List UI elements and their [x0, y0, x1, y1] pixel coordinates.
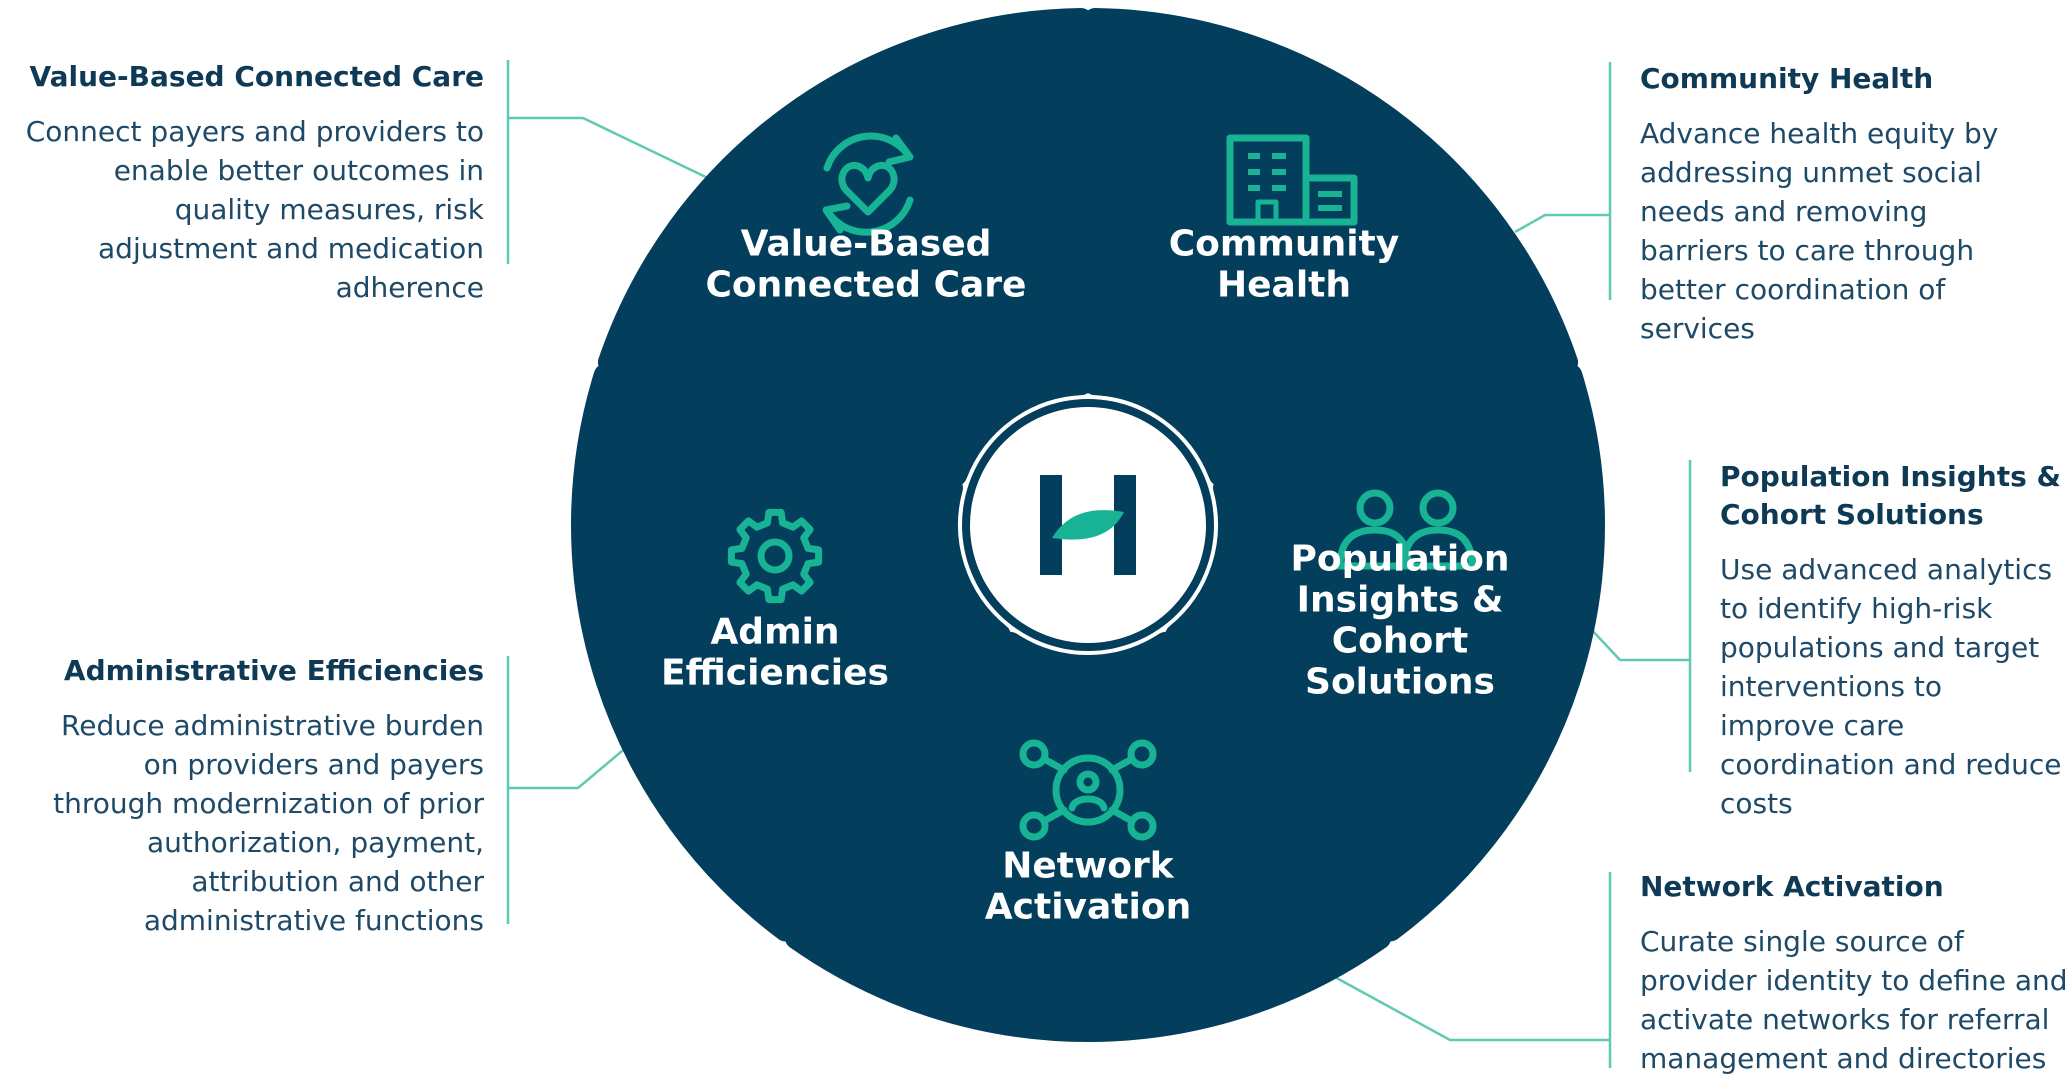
segment-label-line: Activation — [985, 887, 1191, 928]
callout-network-title: Network Activation — [1640, 870, 1944, 903]
callout-population-body: Use advanced analytics to identify high-… — [1720, 553, 2062, 820]
logo-icon — [1040, 475, 1136, 575]
callout-vbc-title: Value-Based Connected Care — [29, 60, 484, 93]
callout-network: Network Activation Curate single source … — [1640, 868, 2070, 1078]
connector-lines — [506, 60, 1692, 1068]
gear-icon — [727, 508, 823, 604]
people-icon — [1336, 489, 1476, 570]
segment-label-line: Cohort — [1332, 621, 1468, 662]
segment-label-line: Connected Care — [706, 265, 1027, 306]
segment-label-line: Value-Based — [741, 224, 992, 265]
segment-network — [571, 363, 1011, 942]
connector-network-line — [1321, 968, 1610, 1042]
callout-network-body: Curate single source of provider identit… — [1640, 925, 2068, 1075]
segment-label-line: Community — [1169, 224, 1399, 265]
callout-population-title: Population Insights & Cohort Solutions — [1720, 460, 2061, 531]
segment-label-line: Population — [1290, 539, 1509, 580]
segment-label-line: Solutions — [1305, 662, 1495, 703]
callout-vbc-body: Connect payers and providers to enable b… — [25, 115, 484, 304]
connector-community-line — [1514, 213, 1610, 234]
callout-population: Population Insights & Cohort Solutions U… — [1720, 458, 2065, 823]
callout-admin-title: Administrative Efficiencies — [63, 654, 484, 687]
segment-vbc — [1083, 8, 1579, 487]
segment-label-line: Health — [1217, 265, 1351, 306]
callout-community: Community Health Advance health equity b… — [1640, 60, 2040, 348]
segment-community — [1165, 363, 1605, 942]
callout-community-title: Community Health — [1640, 62, 1934, 95]
buildings-icon — [1226, 134, 1358, 226]
connector-population-line — [1589, 627, 1690, 662]
callout-admin-body: Reduce administrative burden on provider… — [53, 709, 484, 937]
connector-admin-line — [508, 745, 629, 790]
gear-outline — [727, 508, 823, 604]
segment-admin — [597, 8, 1093, 487]
segment-label-line: Efficiencies — [661, 653, 889, 694]
segment-group — [571, 8, 1605, 1042]
heart-cycle-icon — [822, 132, 914, 236]
segment-label-line: Network — [1002, 846, 1174, 887]
connector-vbc-line — [508, 116, 713, 182]
segment-label-line: Insights & — [1297, 580, 1504, 621]
network-user-icon — [1019, 739, 1157, 841]
callout-vbc: Value-Based Connected Care Connect payer… — [12, 58, 484, 307]
callout-community-body: Advance health equity by addressing unme… — [1640, 117, 1999, 345]
segment-label-line: Admin — [710, 612, 839, 653]
callout-admin: Administrative Efficiencies Reduce admin… — [40, 652, 484, 940]
segment-population — [784, 631, 1392, 1042]
gear-hole — [757, 538, 793, 574]
